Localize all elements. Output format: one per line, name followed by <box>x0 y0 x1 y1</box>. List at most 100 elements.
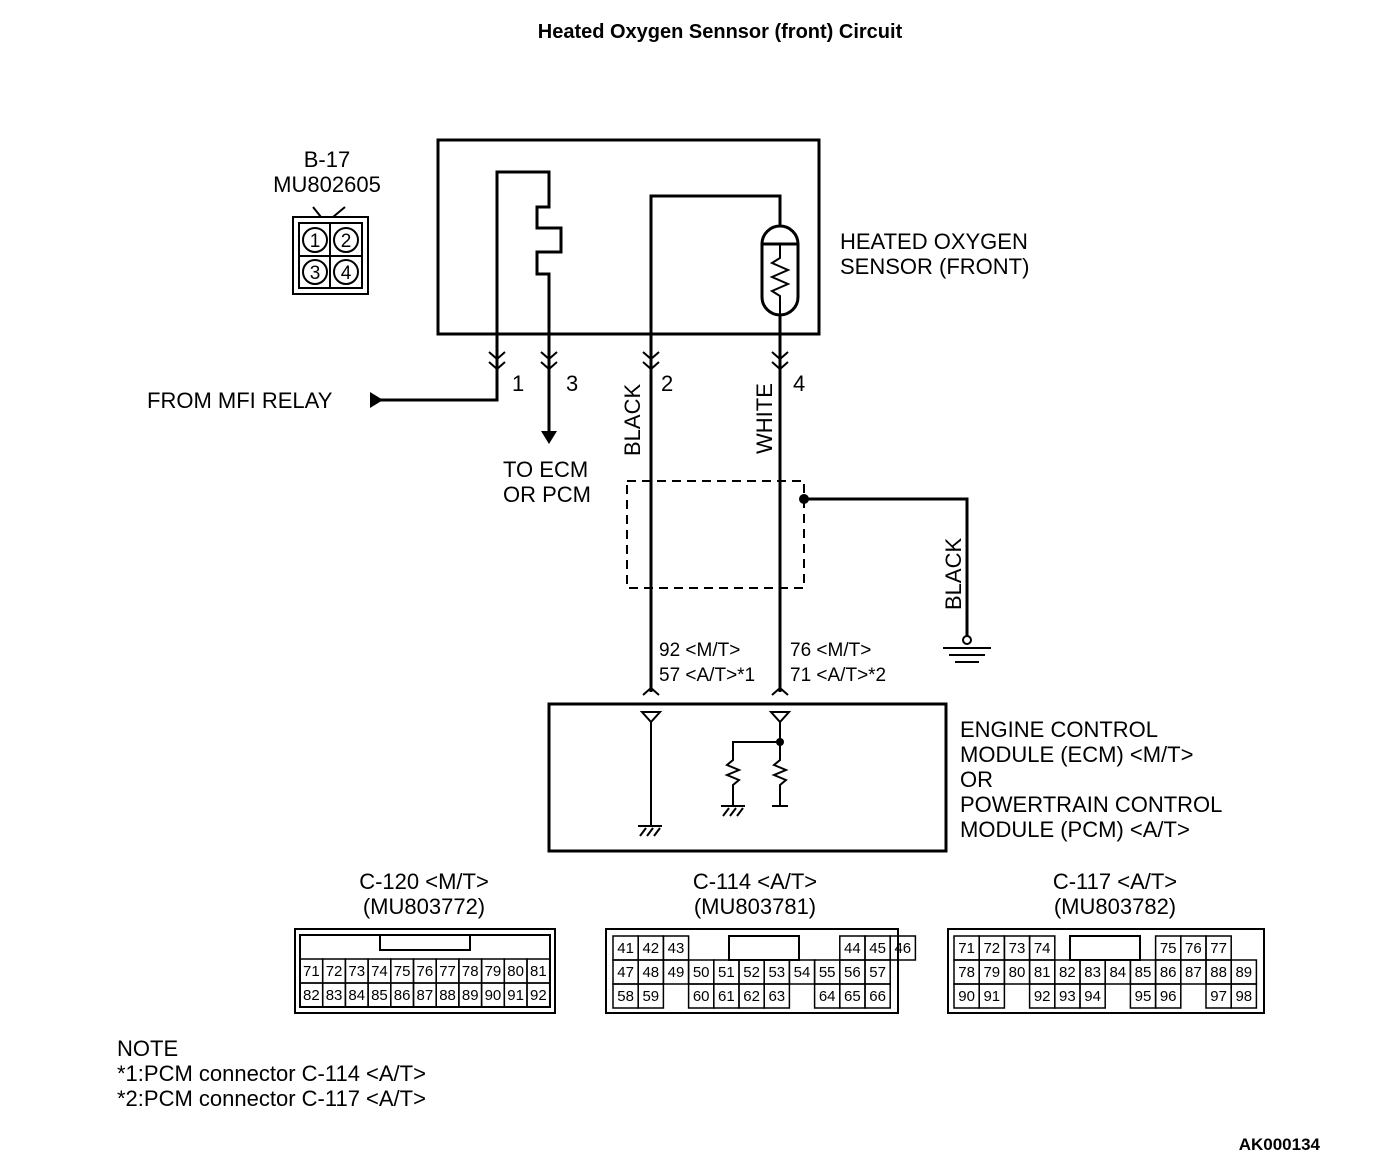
pin-number-1: 1 <box>512 371 524 396</box>
diagram-title: Heated Oxygen Sennsor (front) Circuit <box>538 21 903 43</box>
c114-pin-59-cell <box>637 983 665 1009</box>
c114-pin-46: 46 <box>894 940 911 957</box>
c114-pin-66-cell <box>864 983 891 1009</box>
c117-pin-89: 89 <box>1235 964 1252 981</box>
c120-pin-77: 77 <box>439 963 456 980</box>
c114-pin-55: 55 <box>819 964 836 981</box>
c117-pin-73: 73 <box>1009 940 1026 957</box>
mfi-relay-arrow-icon <box>370 392 383 408</box>
c114-pin-49: 49 <box>668 964 685 981</box>
c117-pin-98: 98 <box>1235 988 1252 1005</box>
c120-pin-79: 79 <box>485 963 502 980</box>
heater-element <box>495 170 563 372</box>
sensor-wire-2 <box>649 194 782 372</box>
to-ecm-arrow-icon <box>541 431 557 444</box>
b17-pin-1: 1 <box>310 231 321 252</box>
terminal-left-at: 57 <A/T>*1 <box>659 665 755 686</box>
pin-number-4: 4 <box>793 371 805 396</box>
c117-pin-78: 78 <box>958 964 975 981</box>
c117-pin-72: 72 <box>983 940 1000 957</box>
note-line-1: *1:PCM connector C-114 <A/T> <box>117 1061 426 1086</box>
wire-color-ground: BLACK <box>941 538 966 610</box>
c114-pin-64: 64 <box>819 988 836 1005</box>
c120-pin-82: 82 <box>303 987 320 1004</box>
c117-pin-80: 80 <box>1009 964 1026 981</box>
c120-pin-80: 80 <box>507 963 524 980</box>
b17-pin-2: 2 <box>341 231 352 252</box>
c114-pin-54: 54 <box>794 964 811 981</box>
c117-pin-94-cell <box>1079 983 1106 1009</box>
connector-chevrons-top <box>488 351 789 371</box>
c114-pin-48: 48 <box>642 964 659 981</box>
c117-pin-92: 92 <box>1034 988 1051 1005</box>
c114-pin-46-cell <box>889 935 917 961</box>
module-label-line-3: OR <box>960 767 993 792</box>
c117-pin-90: 90 <box>958 988 975 1005</box>
shield-dashed-box <box>626 480 805 589</box>
c114-pin-62: 62 <box>743 988 760 1005</box>
wire-color-black: BLACK <box>620 384 645 456</box>
c114-pin-50: 50 <box>693 964 710 981</box>
c120-pin-78: 78 <box>462 963 479 980</box>
c120-pin-75: 75 <box>394 963 411 980</box>
c120-pin-74: 74 <box>371 963 388 980</box>
oxygen-sensor-element-icon <box>760 224 800 317</box>
c120-pin-73: 73 <box>348 963 365 980</box>
c114-pin-44: 44 <box>844 940 861 957</box>
c120-name: C-120 <M/T> <box>359 869 489 894</box>
module-box <box>547 702 948 853</box>
module-label-line-5: MODULE (PCM) <A/T> <box>960 817 1190 842</box>
mfi-relay-label: FROM MFI RELAY <box>147 388 333 413</box>
c117-pin-83: 83 <box>1084 964 1101 981</box>
c114-name: C-114 <A/T> <box>693 869 817 894</box>
mfi-relay-wire <box>380 372 499 402</box>
ground-icon <box>943 635 991 663</box>
c114-pin-65: 65 <box>844 988 861 1005</box>
c117-pin-95: 95 <box>1135 988 1152 1005</box>
c114-pin-61: 61 <box>718 988 735 1005</box>
c117-pin-91: 91 <box>983 988 1000 1005</box>
c120-pin-81: 81 <box>530 963 547 980</box>
c117-pin-75: 75 <box>1160 940 1177 957</box>
c120-pin-86: 86 <box>394 987 411 1004</box>
module-internal-circuit <box>638 711 792 837</box>
c117-pin-82: 82 <box>1059 964 1076 981</box>
c120-pin-71: 71 <box>303 963 320 980</box>
c120-pin-92: 92 <box>530 987 547 1004</box>
c114-pin-45: 45 <box>869 940 886 957</box>
c117-pin-77: 77 <box>1210 940 1227 957</box>
c114-pin-47: 47 <box>617 964 634 981</box>
to-ecm-label-line-2: OR PCM <box>503 482 591 507</box>
wire-color-white: WHITE <box>752 383 777 454</box>
c117-pin-87: 87 <box>1185 964 1202 981</box>
terminal-left-mt: 92 <M/T> <box>659 640 740 661</box>
c120-pin-76: 76 <box>417 963 434 980</box>
b17-pin-4: 4 <box>341 263 352 284</box>
c117-pin-97: 97 <box>1210 988 1227 1005</box>
c114-pin-63: 63 <box>768 988 785 1005</box>
c114-pin-51: 51 <box>718 964 735 981</box>
c117-pin-91-cell <box>978 983 1006 1009</box>
c117-pin-85: 85 <box>1135 964 1152 981</box>
c117-name: C-117 <A/T> <box>1053 869 1177 894</box>
pin-number-2: 2 <box>661 371 673 396</box>
c120-pin-88: 88 <box>439 987 456 1004</box>
c114-pin-56: 56 <box>844 964 861 981</box>
c117-pin-86: 86 <box>1160 964 1177 981</box>
c120-pin-72: 72 <box>326 963 343 980</box>
c114-pin-59: 59 <box>642 988 659 1005</box>
pin-number-3: 3 <box>566 371 578 396</box>
c120-pin-92-cell <box>526 982 551 1008</box>
c120-part: (MU803772) <box>363 894 485 919</box>
c117-pin-81: 81 <box>1034 964 1051 981</box>
c117-part: (MU803782) <box>1054 894 1176 919</box>
connector-chevrons-module <box>642 686 789 696</box>
sensor-box <box>436 138 821 336</box>
c117-pin-76: 76 <box>1185 940 1202 957</box>
c114-pin-53: 53 <box>768 964 785 981</box>
c120-pin-83: 83 <box>326 987 343 1004</box>
